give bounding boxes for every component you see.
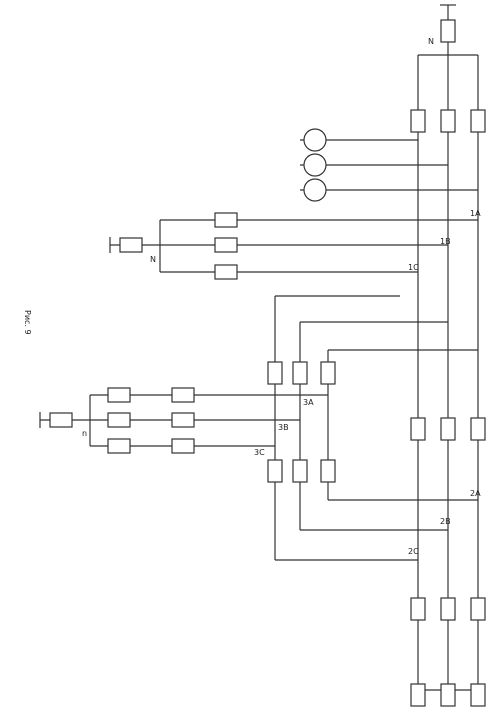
zm1c-box <box>267 361 283 385</box>
zh1c-box <box>107 438 131 454</box>
label-bus-1a: 1A <box>470 209 481 218</box>
zh-bottom-c-box <box>410 683 426 707</box>
voltage-sources <box>303 128 327 202</box>
zm2c-box <box>267 459 283 483</box>
z1a-box <box>470 109 486 133</box>
ground-symbols <box>39 4 456 428</box>
zl2a-box <box>470 597 486 621</box>
source-ec-circle <box>303 178 327 202</box>
zl2c-box <box>410 597 426 621</box>
zh1b-box <box>107 412 131 428</box>
zh1a-box <box>107 387 131 403</box>
label-n1: N <box>428 37 434 46</box>
caption: Рис. 9 <box>23 310 32 335</box>
zl1c-box <box>410 417 426 441</box>
label-bus-1b: 1B <box>440 237 451 246</box>
z1b-box <box>440 109 456 133</box>
source-ea-circle <box>303 128 327 152</box>
zm1b-box <box>292 361 308 385</box>
z2b-box <box>214 237 238 253</box>
label-bus-2a: 2A <box>470 489 481 498</box>
zm2b-box <box>292 459 308 483</box>
z2c-box <box>214 264 238 280</box>
zl1b-box <box>440 417 456 441</box>
impedance-boxes <box>49 19 486 707</box>
label-bus-3c: 3C <box>254 448 265 457</box>
label-n3: n <box>82 429 87 438</box>
label-bus-3a: 3A <box>303 398 314 407</box>
zh2b-box <box>171 412 195 428</box>
zl2b-box <box>440 597 456 621</box>
source-eb-circle <box>303 153 327 177</box>
label-bus-2c: 2C <box>408 547 419 556</box>
wires <box>40 5 479 691</box>
zl1a-box <box>470 417 486 441</box>
zh2c-box <box>171 438 195 454</box>
label-bus-2b: 2B <box>440 517 451 526</box>
zh2a-box <box>171 387 195 403</box>
zn3-box <box>49 412 73 428</box>
z1c-box <box>410 109 426 133</box>
labels: Рис. 9 1A 1B 1C 2A 2B 2C 3A 3B 3C N N n <box>23 37 481 556</box>
label-bus-3b: 3B <box>278 423 289 432</box>
z2a-box <box>214 212 238 228</box>
zm1a-box <box>320 361 336 385</box>
label-n2: N <box>150 255 156 264</box>
zm2a-box <box>320 459 336 483</box>
label-bus-1c: 1C <box>408 263 419 272</box>
zh-bottom-b-box <box>440 683 456 707</box>
zn2-box <box>119 237 143 253</box>
zh-bottom-a-box <box>470 683 486 707</box>
zn1-box <box>440 19 456 43</box>
